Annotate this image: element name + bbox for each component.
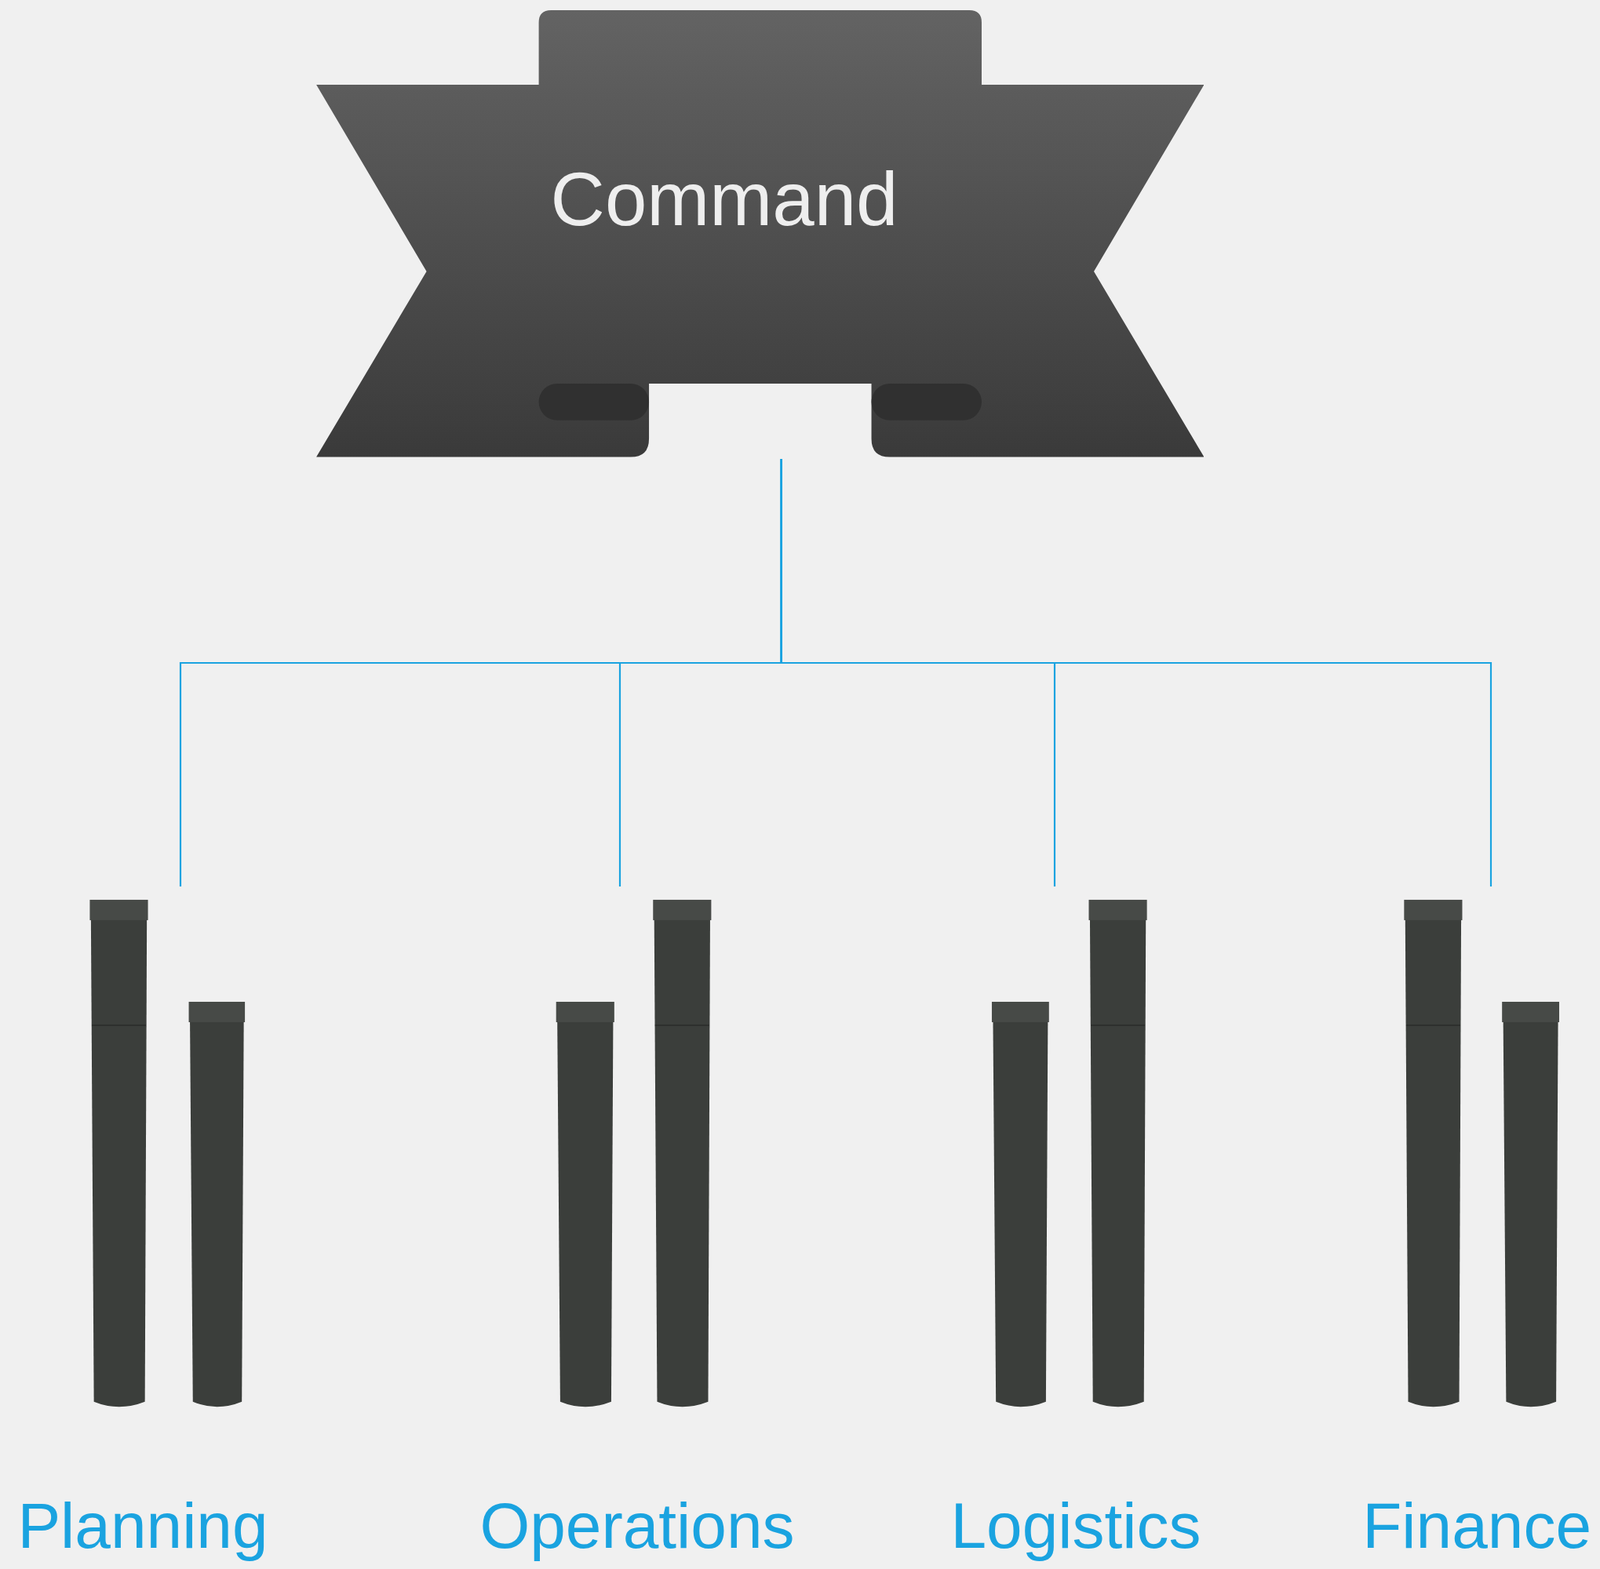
department-label: Operations (479, 1490, 795, 1562)
pillar (1405, 900, 1462, 1407)
pillar-seam (91, 1024, 146, 1027)
department-pillars: Operations (462, 886, 824, 1567)
pillar-cap (1089, 900, 1148, 921)
pillar-pair (1271, 886, 1595, 1567)
tree-connector (619, 459, 782, 887)
pillar (557, 1002, 614, 1407)
pillar (654, 900, 711, 1407)
department-label: Logistics (950, 1490, 1201, 1562)
pillar (992, 1002, 1048, 1407)
pillar-pair (10, 886, 325, 1567)
department-label: Finance (1362, 1490, 1592, 1562)
department-label: Planning (17, 1490, 268, 1562)
pillar (1502, 1002, 1558, 1407)
pillar-pair (462, 886, 824, 1567)
pillar-cap (652, 900, 711, 921)
pillar-seam (1090, 1024, 1145, 1027)
banner-title: Command (550, 157, 899, 241)
pillar-seam (1406, 1024, 1461, 1027)
tree-connector (781, 459, 1491, 887)
pillar-cap (991, 1002, 1050, 1023)
banner-curl (871, 383, 982, 421)
pillar-cap (189, 1002, 246, 1023)
tree-connector (781, 459, 1055, 887)
pillar-cap (1501, 1002, 1560, 1023)
banner-curl (539, 383, 649, 421)
pillar (91, 900, 148, 1407)
pillar-pair (902, 886, 1248, 1567)
banner-body (316, 10, 1204, 458)
department-pillars: Finance (1271, 886, 1595, 1567)
department-pillars: Logistics (902, 886, 1248, 1567)
pillar-cap (1403, 900, 1462, 921)
pillar (189, 1002, 245, 1407)
pillar-cap (556, 1002, 615, 1023)
pillar-seam (655, 1024, 710, 1027)
pillar-cap (89, 900, 148, 921)
command-banner: Command (316, 10, 1204, 460)
pillar (1089, 900, 1147, 1407)
department-pillars: Planning (10, 886, 325, 1567)
tree-connector (180, 459, 782, 887)
